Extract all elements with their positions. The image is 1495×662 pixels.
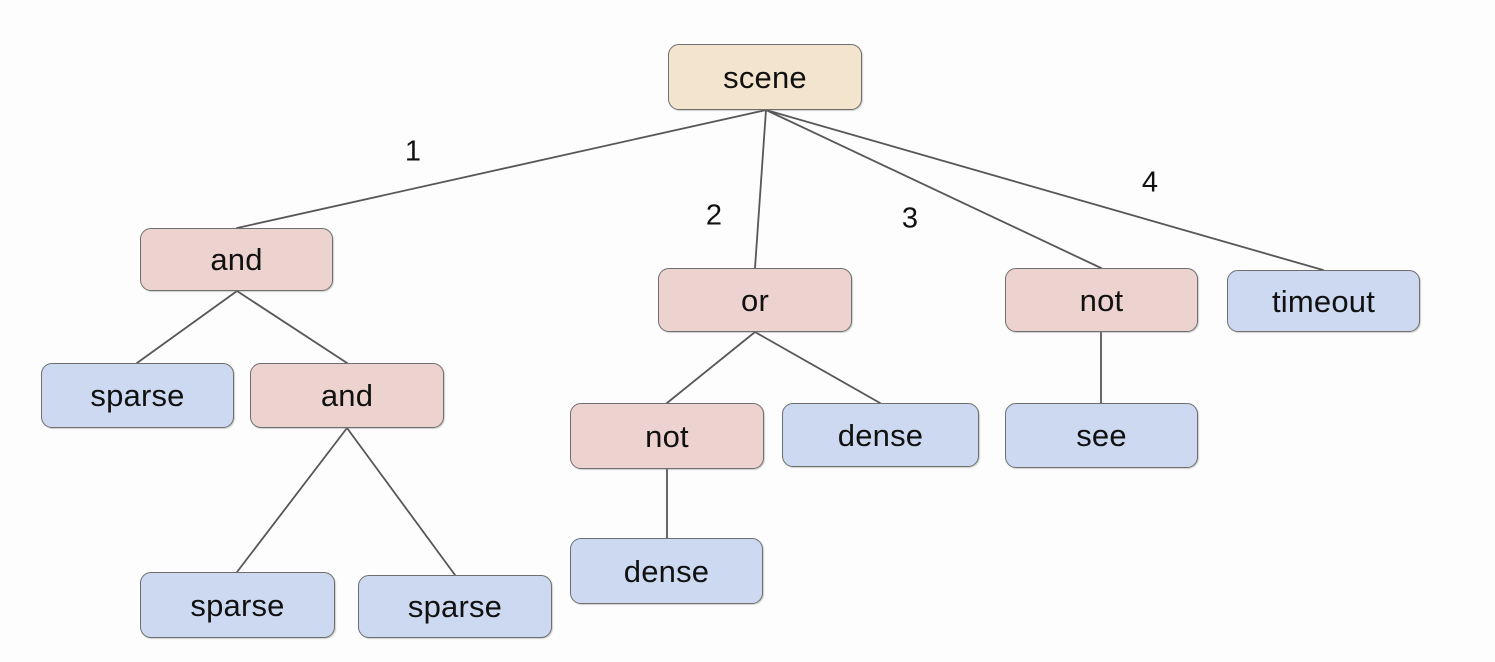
node-label: or	[741, 282, 769, 318]
node-label: sparse	[90, 378, 185, 413]
node-label: not	[645, 418, 689, 454]
edge-and1-to-and2	[236, 290, 348, 364]
edge-or1-to-dense1	[754, 331, 881, 404]
node-label: see	[1076, 418, 1127, 453]
edge-label-2: 2	[705, 199, 723, 232]
edge-scene-to-or1	[754, 109, 767, 269]
node-label: dense	[837, 417, 924, 453]
node-label: sparse	[190, 587, 285, 623]
edge-and2-to-sparse3	[346, 427, 456, 576]
node-label: not	[1079, 282, 1124, 318]
node-sparse3[interactable]: sparse	[358, 575, 552, 638]
edge-label-4: 4	[1141, 166, 1159, 199]
node-and2[interactable]: and	[250, 363, 444, 428]
node-or1[interactable]: or	[658, 268, 852, 332]
node-timeout1[interactable]: timeout	[1227, 270, 1420, 332]
node-and1[interactable]: and	[140, 228, 333, 291]
node-label: timeout	[1271, 283, 1376, 319]
edge-scene-to-and1	[236, 109, 767, 229]
node-not1[interactable]: not	[1005, 268, 1198, 332]
node-sparse1[interactable]: sparse	[41, 363, 234, 428]
edge-and1-to-sparse1	[136, 290, 238, 364]
edge-label-1: 1	[404, 135, 422, 168]
node-label: and	[320, 378, 374, 413]
edge-scene-to-not1	[765, 109, 1102, 269]
node-label: dense	[623, 553, 710, 589]
edge-and2-to-sparse2	[236, 427, 348, 573]
edge-or1-to-not2	[666, 331, 756, 404]
node-dense2[interactable]: dense	[570, 538, 763, 604]
node-not2[interactable]: not	[570, 403, 764, 469]
node-label: sparse	[407, 589, 503, 624]
node-scene[interactable]: scene	[668, 44, 862, 110]
node-label: scene	[723, 59, 807, 95]
node-sparse2[interactable]: sparse	[140, 572, 335, 638]
edge-label-3: 3	[901, 202, 919, 235]
node-dense1[interactable]: dense	[782, 403, 979, 467]
edge-scene-to-timeout1	[765, 109, 1324, 271]
node-see1[interactable]: see	[1005, 403, 1198, 468]
node-label: and	[210, 242, 263, 277]
